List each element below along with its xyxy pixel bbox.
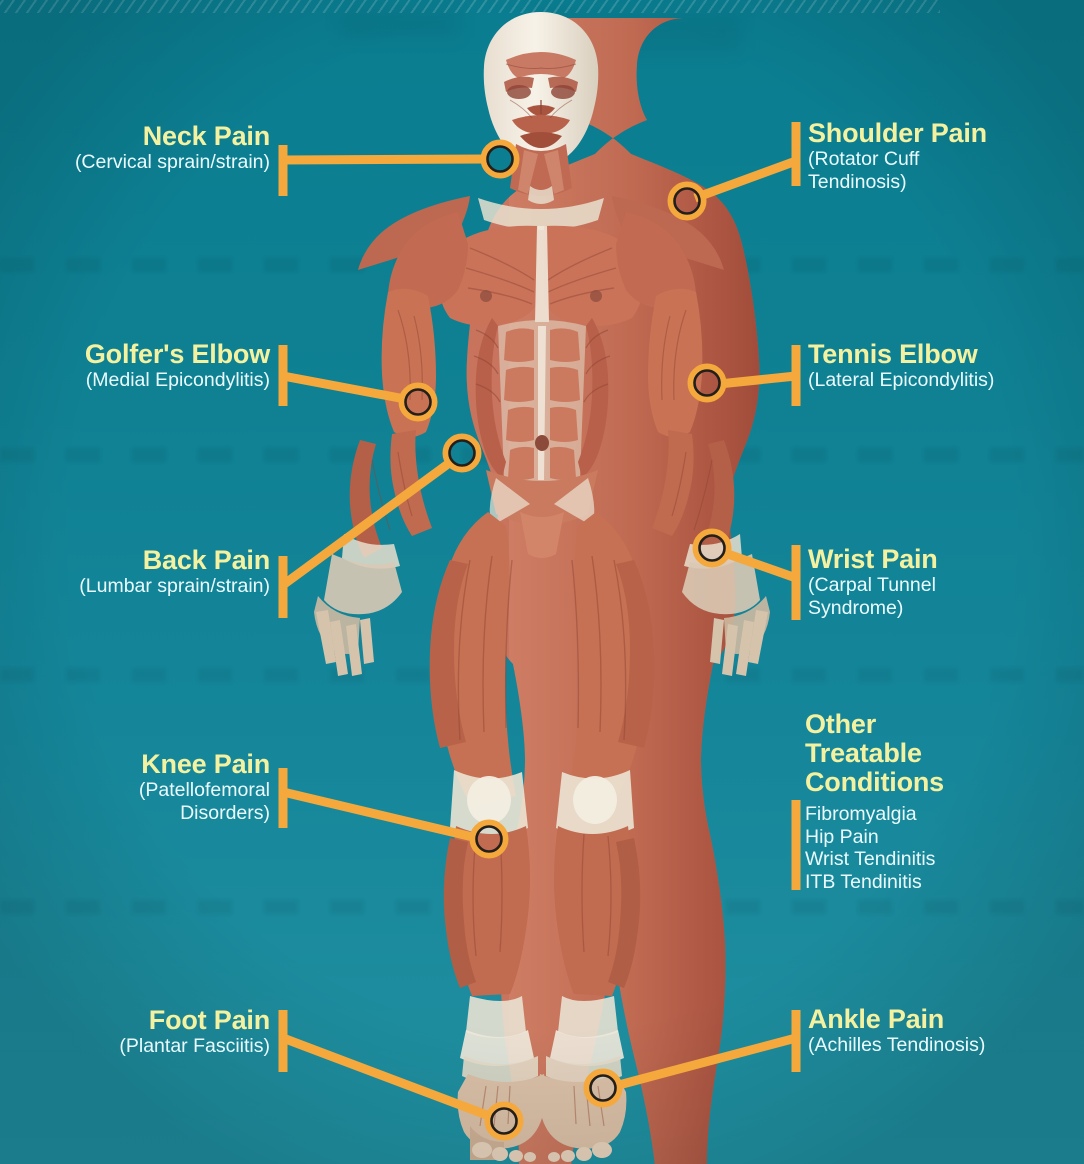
connector-knee bbox=[278, 768, 479, 843]
other-conditions-list: Fibromyalgia Hip Pain Wrist Tendinitis I… bbox=[805, 803, 944, 893]
connector-wrist bbox=[723, 545, 801, 620]
label-foot-pain: Foot Pain (Plantar Fasciitis) bbox=[0, 1005, 270, 1058]
label-back-pain-title: Back Pain bbox=[142, 545, 270, 575]
connector-neck bbox=[278, 145, 488, 196]
label-shoulder-pain-title: Shoulder Pain bbox=[808, 118, 987, 148]
other-treatable-conditions-panel: Other Treatable Conditions Fibromyalgia … bbox=[805, 710, 944, 893]
marker-golfers-elbow bbox=[398, 382, 438, 422]
label-foot-pain-title: Foot Pain bbox=[148, 1005, 270, 1035]
label-knee-pain-subtitle-line1: (Patellofemoral bbox=[138, 779, 270, 801]
marker-neck bbox=[480, 139, 520, 179]
connector-golfers-elbow bbox=[278, 345, 406, 406]
label-shoulder-pain-subtitle-line2: Tendinosis) bbox=[808, 171, 907, 193]
other-conditions-title-line1: Other bbox=[805, 709, 877, 739]
marker-wrist bbox=[692, 528, 732, 568]
label-golfers-elbow-subtitle: (Medial Epicondylitis) bbox=[85, 369, 270, 391]
connector-shoulder bbox=[693, 122, 801, 203]
list-item: Wrist Tendinitis bbox=[805, 848, 936, 870]
label-wrist-pain-subtitle-line2: Syndrome) bbox=[808, 597, 904, 619]
connector-ankle bbox=[613, 1010, 801, 1091]
label-shoulder-pain-subtitle-line1: (Rotator Cuff bbox=[808, 148, 920, 170]
label-tennis-elbow-subtitle: (Lateral Epicondylitis) bbox=[808, 369, 995, 391]
label-tennis-elbow-title: Tennis Elbow bbox=[808, 339, 978, 369]
other-conditions-title-line2: Treatable bbox=[805, 738, 922, 768]
list-item: Fibromyalgia bbox=[805, 803, 917, 825]
label-knee-pain-title: Knee Pain bbox=[141, 749, 270, 779]
connector-back bbox=[278, 457, 455, 618]
label-knee-pain-subtitle-line2: Disorders) bbox=[180, 802, 270, 824]
label-neck-pain: Neck Pain (Cervical sprain/strain) bbox=[0, 121, 270, 174]
marker-ankle bbox=[583, 1068, 623, 1108]
label-knee-pain: Knee Pain (Patellofemoral Disorders) bbox=[0, 749, 270, 825]
list-item: Hip Pain bbox=[805, 825, 879, 848]
label-neck-pain-subtitle: (Cervical sprain/strain) bbox=[74, 151, 270, 173]
label-ankle-pain-title: Ankle Pain bbox=[808, 1004, 945, 1034]
connector-tennis-elbow bbox=[718, 345, 801, 406]
label-foot-pain-subtitle: (Plantar Fasciitis) bbox=[119, 1035, 270, 1057]
label-back-pain: Back Pain (Lumbar sprain/strain) bbox=[0, 545, 270, 598]
other-conditions-title-line3: Conditions bbox=[805, 767, 944, 797]
marker-shoulder bbox=[667, 181, 707, 221]
label-wrist-pain-title: Wrist Pain bbox=[808, 544, 938, 574]
label-shoulder-pain: Shoulder Pain (Rotator Cuff Tendinosis) bbox=[808, 118, 1084, 194]
connector-foot bbox=[278, 1010, 494, 1122]
label-ankle-pain-subtitle: (Achilles Tendinosis) bbox=[808, 1034, 986, 1056]
marker-back bbox=[442, 433, 482, 473]
label-golfers-elbow-title: Golfer's Elbow bbox=[84, 339, 270, 369]
marker-tennis-elbow bbox=[687, 363, 727, 403]
label-neck-pain-title: Neck Pain bbox=[142, 121, 270, 151]
label-wrist-pain: Wrist Pain (Carpal Tunnel Syndrome) bbox=[808, 544, 1084, 620]
marker-knee bbox=[469, 819, 509, 859]
label-ankle-pain: Ankle Pain (Achilles Tendinosis) bbox=[808, 1004, 1084, 1057]
marker-foot bbox=[484, 1101, 524, 1141]
label-back-pain-subtitle: (Lumbar sprain/strain) bbox=[79, 575, 270, 597]
label-wrist-pain-subtitle-line1: (Carpal Tunnel bbox=[808, 574, 936, 596]
list-item: ITB Tendinitis bbox=[805, 870, 922, 893]
label-golfers-elbow: Golfer's Elbow (Medial Epicondylitis) bbox=[0, 339, 270, 392]
label-tennis-elbow: Tennis Elbow (Lateral Epicondylitis) bbox=[808, 339, 1084, 392]
